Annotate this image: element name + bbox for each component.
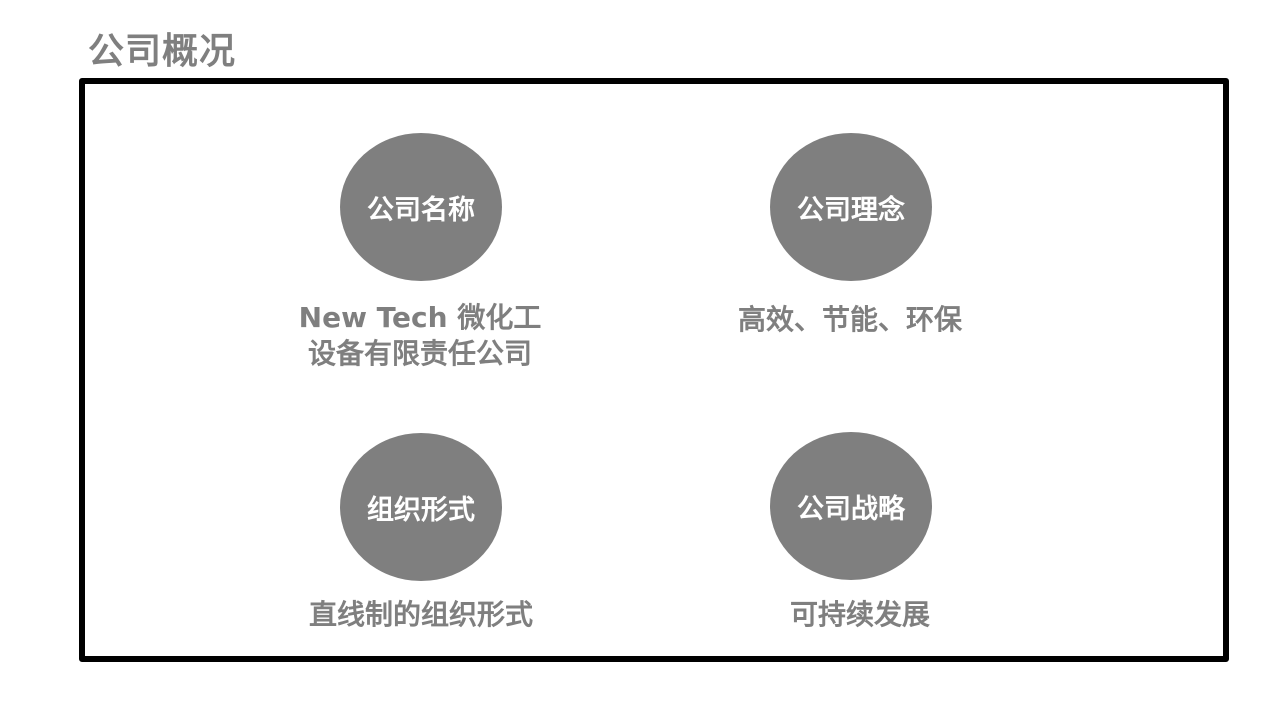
desc-company-name: New Tech 微化工 设备有限责任公司 [260,300,580,372]
desc-company-strategy-text: 可持续发展 [789,598,930,631]
heading-company-philosophy: 公司理念 [797,194,905,226]
heading-company-strategy: 公司战略 [797,493,905,525]
page-title: 公司概况 [88,31,237,72]
heading-organization-form: 组织形式 [367,494,475,526]
circle-company-strategy: 公司战略 [770,432,932,580]
circle-organization-form: 组织形式 [340,433,502,581]
desc-company-name-line1: New Tech 微化工 [298,301,542,334]
content-frame [79,78,1229,662]
desc-organization-form-text: 直线制的组织形式 [308,598,533,631]
desc-company-philosophy-text: 高效、节能、环保 [737,303,962,336]
desc-company-strategy: 可持续发展 [700,597,1020,633]
heading-company-name: 公司名称 [367,194,475,226]
desc-company-name-line2: 设备有限责任公司 [307,337,532,370]
circle-company-philosophy: 公司理念 [770,133,932,281]
desc-organization-form: 直线制的组织形式 [256,597,586,633]
circle-company-name: 公司名称 [340,133,502,281]
desc-company-philosophy: 高效、节能、环保 [690,302,1010,338]
